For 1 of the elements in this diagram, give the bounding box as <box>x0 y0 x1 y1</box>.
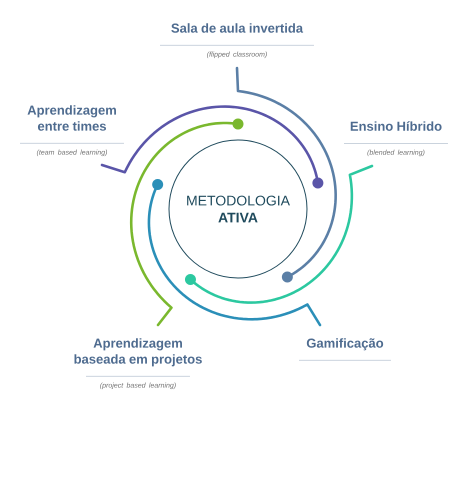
label-block: Gamificação <box>298 338 392 361</box>
